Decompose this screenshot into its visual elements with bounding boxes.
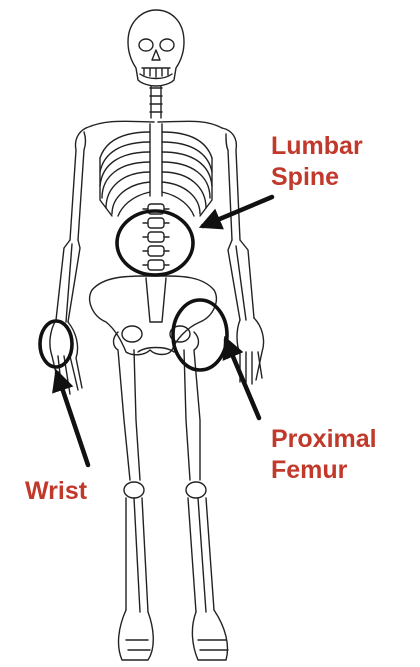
clavicle-right bbox=[158, 121, 222, 128]
ribcage bbox=[100, 124, 212, 216]
right-leg bbox=[184, 332, 228, 660]
label-line: Femur bbox=[271, 455, 377, 486]
proximal-femur-label: Proximal Femur bbox=[271, 424, 377, 486]
skull-icon bbox=[128, 10, 184, 86]
wrist-circle bbox=[40, 321, 72, 367]
label-line: Spine bbox=[271, 162, 363, 193]
pelvis bbox=[90, 276, 217, 355]
wrist-label: Wrist bbox=[25, 476, 87, 507]
label-line: Lumbar bbox=[271, 131, 363, 162]
left-leg bbox=[114, 332, 154, 660]
wrist-arrow-icon bbox=[57, 373, 88, 465]
human-skeleton-icon bbox=[50, 10, 264, 660]
lumbar-spine-circle bbox=[117, 211, 193, 275]
label-line: Wrist bbox=[25, 476, 87, 507]
lumbar-arrow-icon bbox=[203, 197, 272, 226]
clavicle-left bbox=[86, 121, 154, 128]
lumbar-spine-label: Lumbar Spine bbox=[271, 131, 363, 193]
label-line: Proximal bbox=[271, 424, 377, 455]
left-arm bbox=[50, 128, 86, 394]
cervical-spine bbox=[150, 86, 162, 118]
femur-arrow-icon bbox=[226, 340, 259, 418]
